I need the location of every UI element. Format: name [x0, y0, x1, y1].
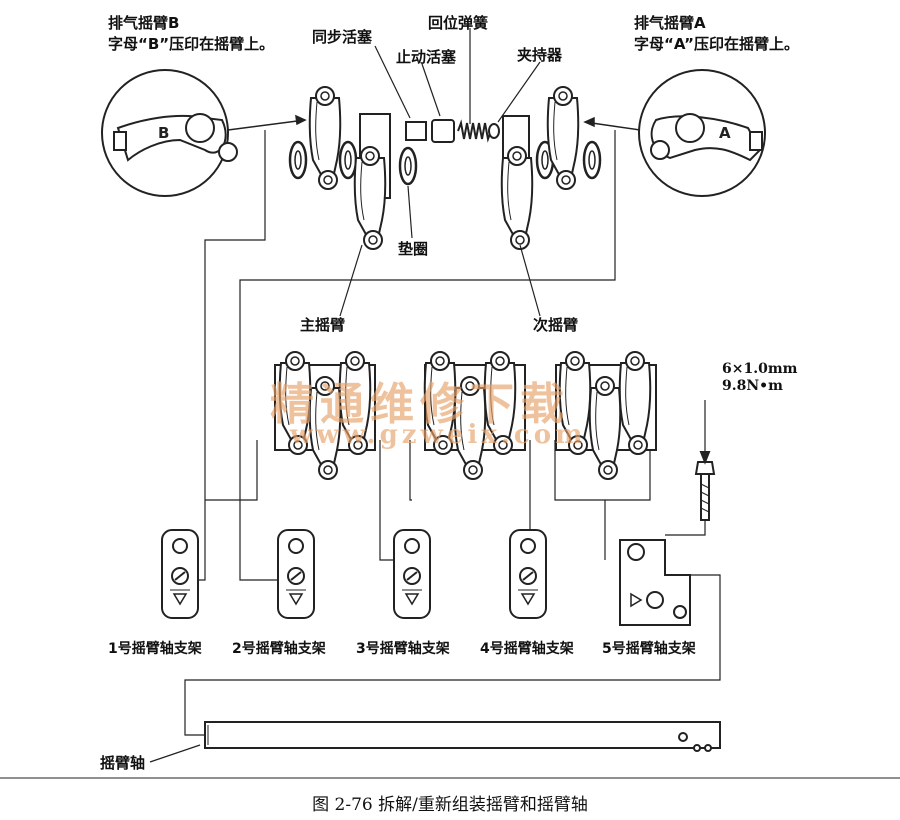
sync-piston-part [405, 121, 427, 141]
label-primary-arm: 主摇臂 [300, 316, 346, 334]
label-holder-1: 1号摇臂轴支架 [108, 641, 202, 657]
label-shaft: 摇臂轴 [100, 754, 146, 772]
stop-piston-part [431, 119, 455, 143]
arm-group-1 [274, 351, 376, 480]
holder-1 [161, 529, 199, 619]
label-secondary-arm: 次摇臂 [533, 316, 579, 334]
svg-text:A: A [719, 124, 731, 142]
arm-group-2 [423, 351, 526, 480]
ring-1 [288, 140, 308, 180]
bolt [694, 400, 716, 521]
label-sync-piston: 同步活塞 [312, 28, 373, 46]
top-assembly [288, 86, 602, 250]
ring-2 [338, 140, 358, 180]
label-exhaust-arm-b: 排气摇臂B [108, 14, 180, 32]
detail-arrows [227, 114, 641, 131]
label-exhaust-arm-a: 排气摇臂A [634, 14, 706, 32]
label-holder-5: 5号摇臂轴支架 [602, 641, 696, 657]
label-bolt-size: 6×1.0mm [722, 361, 798, 377]
label-bolt-torque: 9.8N•m [722, 378, 783, 394]
secondary-arm-top [500, 146, 534, 250]
svg-text:B: B [158, 124, 169, 142]
exhaust-arm-a-detail: A [638, 69, 766, 197]
label-holder-2: 2号摇臂轴支架 [232, 641, 326, 657]
exhaust-arm-a [546, 86, 580, 190]
figure-caption: 图 2-76 拆解/重新组装摇臂和摇臂轴 [312, 795, 588, 815]
return-spring-part [457, 119, 492, 143]
arm-group-3 [555, 351, 657, 480]
label-return-spring: 回位弹簧 [428, 14, 489, 32]
exhaust-arm-b-detail: B [101, 69, 238, 197]
label-holder-3: 3号摇臂轴支架 [356, 641, 450, 657]
label-washer: 垫圈 [398, 240, 429, 258]
exhaust-arm-b [308, 86, 342, 190]
washer-ring [398, 146, 418, 186]
label-exhaust-arm-b-note: 字母“B”压印在摇臂上。 [108, 35, 275, 53]
retainer-part [488, 123, 500, 139]
holder-2 [277, 529, 315, 619]
ring-4 [582, 140, 602, 180]
holder-4 [509, 529, 547, 619]
holder-5 [619, 539, 691, 626]
label-retainer: 夹持器 [517, 46, 563, 64]
holder-3 [393, 529, 431, 619]
label-stop-piston: 止动活塞 [396, 48, 457, 66]
rocker-shaft [149, 721, 721, 763]
primary-arm-top [353, 146, 387, 250]
label-holder-4: 4号摇臂轴支架 [480, 641, 574, 657]
label-exhaust-arm-a-note: 字母“A”压印在摇臂上。 [634, 35, 799, 53]
